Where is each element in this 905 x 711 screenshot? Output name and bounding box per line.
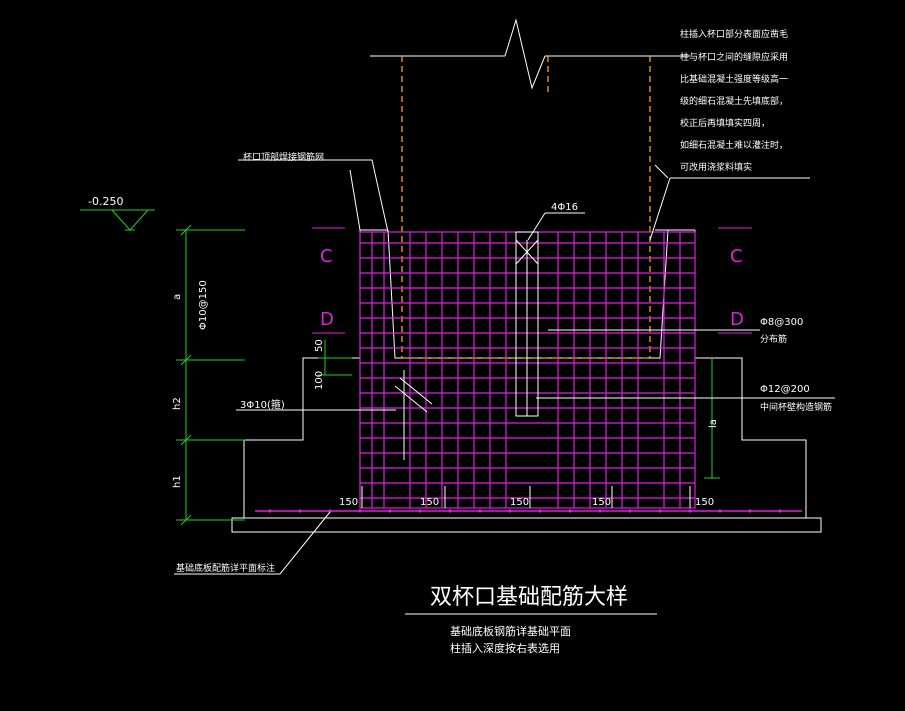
bottom-note: 柱插入深度按右表选用 <box>450 641 560 655</box>
bars-3-label: 3Φ10(箍) <box>240 398 285 411</box>
la-label: la <box>708 419 719 428</box>
note-line: 校正后再填填实四周， <box>680 117 770 129</box>
spacing-label: 150 <box>695 497 714 508</box>
dimension-lines <box>80 209 720 526</box>
mid-bar-note: 中间杯壁构造钢筋 <box>760 401 832 413</box>
h2-label: h2 <box>172 397 183 410</box>
section-C-left: C <box>320 246 333 267</box>
drawing-title: 双杯口基础配筋大样 <box>430 585 628 610</box>
spacing-label: 150 <box>420 497 439 508</box>
section-markers: C D C D <box>312 227 752 334</box>
dim-100-label: 100 <box>314 371 325 390</box>
spacing-ticks <box>361 486 691 508</box>
note-line: 可改用浇浆料填实 <box>680 161 752 173</box>
elevation-label: -0.250 <box>88 195 123 208</box>
spacing-label: 150 <box>339 497 358 508</box>
bottom-note: 基础底板钢筋详基础平面 <box>450 624 571 638</box>
note-line: 如细石混凝土难以灌注时， <box>680 139 788 151</box>
section-D-left: D <box>320 309 334 330</box>
bars-3-marks <box>394 370 433 460</box>
middle-wall-bars <box>515 231 539 417</box>
base-note-label: 基础底板配筋详平面标注 <box>176 562 275 574</box>
leader-lines <box>174 159 835 615</box>
dist-bar-note: 分布筋 <box>760 333 787 345</box>
note-line: 级的细石混凝土先填底部， <box>680 95 788 107</box>
dist-bar-label: Φ8@300 <box>760 317 803 328</box>
dim-50-label: 50 <box>314 339 325 352</box>
note-line: 柱与杯口之间的缝隙应采用 <box>680 51 788 63</box>
section-C-right: C <box>730 246 743 267</box>
section-D-right: D <box>730 309 744 330</box>
cup-mesh-label: 杯口顶部焊接钢筋网 <box>243 151 324 163</box>
stirrup-label: Φ10@150 <box>198 280 209 330</box>
note-line: 柱插入杯口部分表面应凿毛 <box>680 28 788 40</box>
mid-bar-label: Φ12@200 <box>760 384 810 395</box>
column-outline <box>401 56 651 359</box>
spacing-label: 150 <box>592 497 611 508</box>
note-line: 比基础混凝土强度等级高一 <box>680 73 788 85</box>
spacing-label: 150 <box>510 497 529 508</box>
dim-a-label: a <box>172 294 183 300</box>
h1-label: h1 <box>172 475 183 488</box>
bottom-rebar <box>255 509 802 513</box>
rebar-top-label: 4Φ16 <box>551 202 578 213</box>
